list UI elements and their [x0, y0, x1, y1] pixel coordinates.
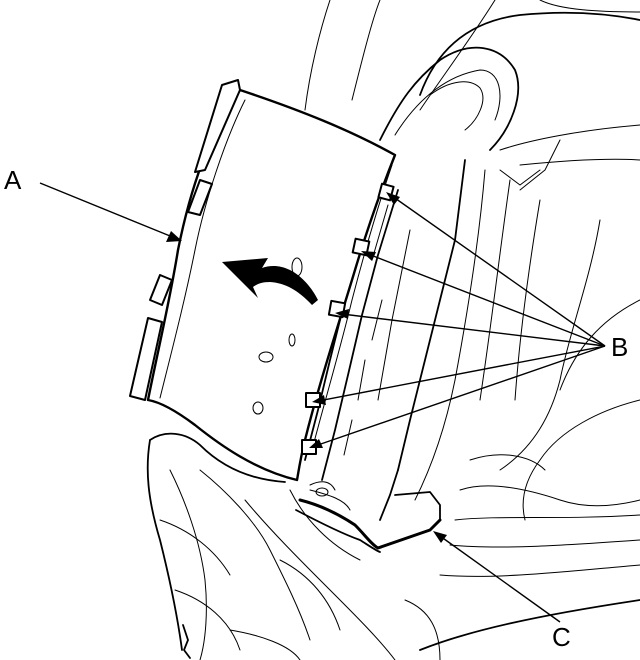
trim-panel-a: [146, 88, 397, 482]
leader-lines: [39, 182, 606, 623]
callout-label-b: B: [611, 332, 629, 362]
bracket-c: [295, 469, 442, 553]
leader-c: [439, 535, 561, 623]
curved-arrow-icon: [222, 258, 318, 305]
callout-label-a: A: [4, 165, 22, 195]
panel-edge-clips: [129, 79, 241, 401]
callout-label-c: C: [552, 622, 571, 652]
leader-b-5: [314, 345, 606, 447]
leader-b-3: [341, 313, 606, 347]
lower-trim: [146, 432, 396, 660]
pillar-structure: [304, 0, 640, 660]
leader-b-1: [391, 195, 606, 347]
leader-b-2: [367, 253, 606, 347]
leader-a: [39, 182, 176, 239]
leader-b-4: [317, 345, 606, 402]
